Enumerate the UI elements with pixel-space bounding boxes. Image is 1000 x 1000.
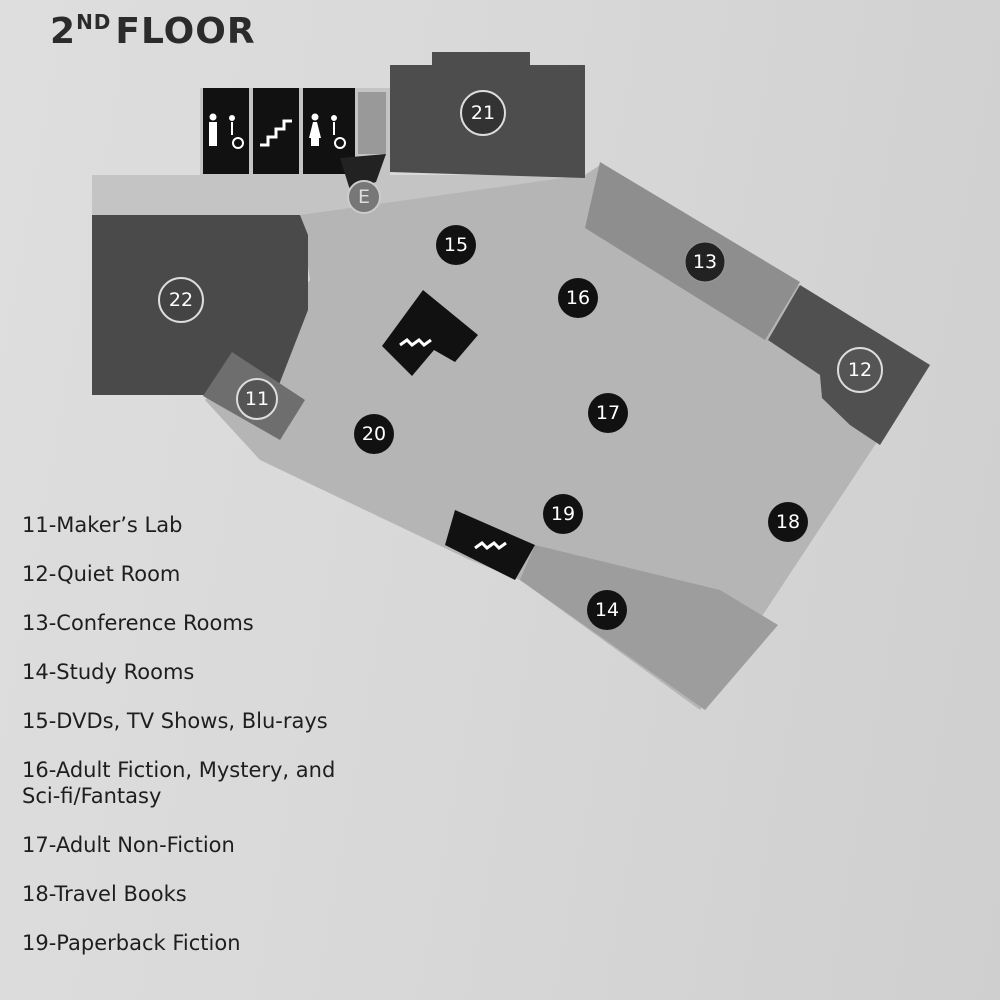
badge-22[interactable]: 22 bbox=[158, 277, 204, 323]
floor-number: 2 bbox=[50, 11, 77, 52]
badge-12[interactable]: 12 bbox=[837, 347, 883, 393]
badge-19[interactable]: 19 bbox=[543, 494, 583, 534]
badge-15[interactable]: 15 bbox=[436, 225, 476, 265]
legend-item-19: 19-Paperback Fiction bbox=[22, 931, 241, 955]
badge-20[interactable]: 20 bbox=[354, 414, 394, 454]
stairs-icon bbox=[260, 119, 292, 147]
room-legend: 11-Maker’s Lab 12-Quiet Room 13-Conferen… bbox=[22, 512, 442, 979]
svg-text:17: 17 bbox=[596, 402, 620, 424]
men-icon bbox=[209, 113, 217, 146]
legend-item-18: 18-Travel Books bbox=[22, 882, 187, 906]
legend-item-14: 14-Study Rooms bbox=[22, 660, 195, 684]
badge-18[interactable]: 18 bbox=[768, 502, 808, 542]
stairs-icon bbox=[399, 338, 432, 347]
elevator-block bbox=[340, 154, 386, 190]
badge-21[interactable]: 21 bbox=[460, 90, 506, 136]
svg-text:E: E bbox=[358, 186, 370, 208]
legend-item-16: 16-Adult Fiction, Mystery, and Sci-fi/Fa… bbox=[22, 758, 336, 808]
elevator-badge[interactable]: E bbox=[347, 180, 381, 214]
svg-text:14: 14 bbox=[595, 599, 619, 621]
badge-13[interactable]: 13 bbox=[684, 241, 726, 283]
wheelchair-icon bbox=[229, 115, 244, 149]
svg-text:20: 20 bbox=[362, 423, 386, 445]
svg-text:19: 19 bbox=[551, 503, 575, 525]
svg-text:11: 11 bbox=[245, 388, 269, 410]
wheelchair-icon bbox=[331, 115, 346, 149]
legend-item-13: 13-Conference Rooms bbox=[22, 611, 254, 635]
legend-item-15: 15-DVDs, TV Shows, Blu-rays bbox=[22, 709, 328, 733]
svg-text:13: 13 bbox=[693, 251, 717, 273]
badge-11[interactable]: 11 bbox=[236, 378, 278, 420]
floor-word: FLOOR bbox=[115, 11, 256, 52]
badge-16[interactable]: 16 bbox=[558, 278, 598, 318]
legend-item-17: 17-Adult Non-Fiction bbox=[22, 833, 235, 857]
badge-14[interactable]: 14 bbox=[587, 590, 627, 630]
legend-item-11: 11-Maker’s Lab bbox=[22, 513, 183, 537]
floor-ordinal: ND bbox=[76, 10, 112, 34]
corridor-strip bbox=[358, 92, 386, 154]
svg-text:12: 12 bbox=[848, 359, 872, 381]
women-icon bbox=[309, 113, 321, 146]
floor-map: E 21 22 11 13 12 14 15 16 17 18 19 20 bbox=[92, 52, 930, 710]
legend-item-12: 12-Quiet Room bbox=[22, 562, 181, 586]
room-14[interactable] bbox=[520, 545, 778, 710]
svg-text:15: 15 bbox=[444, 234, 468, 256]
svg-text:16: 16 bbox=[566, 287, 590, 309]
badge-17[interactable]: 17 bbox=[588, 393, 628, 433]
svg-text:21: 21 bbox=[471, 102, 495, 124]
svg-text:22: 22 bbox=[169, 289, 193, 311]
svg-text:18: 18 bbox=[776, 511, 800, 533]
stairs-icon bbox=[474, 541, 507, 550]
central-stairs[interactable] bbox=[382, 290, 478, 376]
